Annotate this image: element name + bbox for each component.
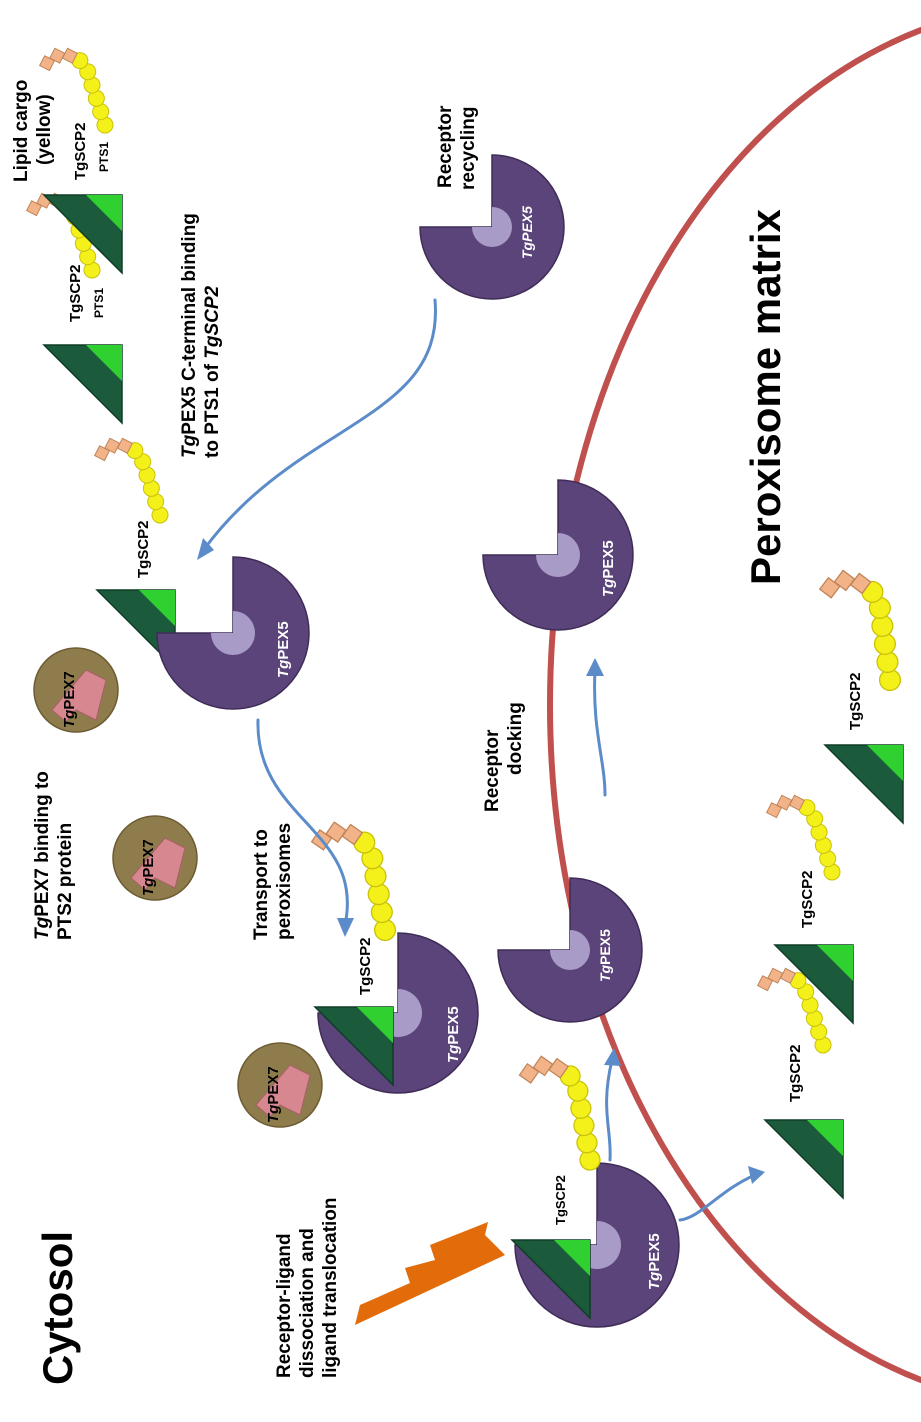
lipid-cargo-label: Lipid cargo (yellow) bbox=[11, 80, 55, 182]
scp2-label: TgSCP2 bbox=[67, 264, 84, 322]
svg-text:Receptor: Receptor bbox=[482, 729, 503, 812]
free-scp2-cargo-1 bbox=[43, 344, 123, 424]
svg-text:TgPEX5: TgPEX5 bbox=[600, 540, 617, 597]
docking-arrow-up bbox=[605, 1058, 614, 1162]
arrow-head-icon bbox=[586, 658, 604, 676]
pex5-binding-label: TgPEX5 C-terminal binding to PTS1 of TgS… bbox=[179, 213, 223, 458]
svg-text:dissociation and: dissociation and bbox=[297, 1228, 318, 1378]
svg-text:Receptor: Receptor bbox=[435, 105, 456, 188]
pex5-receptor-docking: TgPEX5 bbox=[497, 877, 643, 1023]
scp2-label: TgSCP2 bbox=[553, 1175, 568, 1225]
cytosol-label: Cytosol bbox=[34, 1231, 81, 1385]
svg-text:Lipid cargo: Lipid cargo bbox=[11, 80, 32, 182]
pex5-receptor-binding: TgPEX5 bbox=[156, 556, 310, 710]
scp2-label: TgSCP2 bbox=[72, 122, 89, 180]
pex7-binding-label: TgPEX7 binding to PTS2 protein bbox=[32, 771, 76, 940]
pts1-label: PTS1 bbox=[97, 142, 111, 172]
pex5-receptor-recycled: TgPEX5 bbox=[419, 154, 565, 300]
svg-text:Transport to: Transport to bbox=[251, 829, 272, 940]
svg-text:(yellow): (yellow) bbox=[34, 94, 55, 165]
svg-text:docking: docking bbox=[505, 702, 526, 775]
svg-text:ligand translocation: ligand translocation bbox=[320, 1197, 341, 1378]
arrow-head-icon bbox=[197, 538, 214, 560]
scp2-label: TgSCP2 bbox=[799, 870, 816, 928]
receptor-docking-label: Receptor docking bbox=[482, 702, 526, 812]
svg-text:TgPEX5: TgPEX5 bbox=[646, 1233, 663, 1290]
svg-text:to PTS1 of TgSCP2: to PTS1 of TgSCP2 bbox=[202, 285, 223, 458]
svg-text:TgPEX5: TgPEX5 bbox=[275, 621, 292, 678]
svg-text:recycling: recycling bbox=[458, 107, 479, 190]
svg-text:TgPEX7: TgPEX7 bbox=[61, 671, 78, 728]
pex7-receptor-2: TgPEX7 bbox=[112, 815, 198, 901]
transport-label: Transport to peroxisomes bbox=[251, 823, 295, 940]
dissociation-label: Receptor-ligand dissociation and ligand … bbox=[274, 1197, 341, 1378]
svg-text:peroxisomes: peroxisomes bbox=[274, 823, 295, 940]
translocation-arrow bbox=[678, 1173, 757, 1222]
recycling-arrow bbox=[203, 298, 437, 550]
svg-text:TgPEX5: TgPEX5 bbox=[445, 1006, 462, 1063]
svg-text:TgPEX5 C-terminal binding: TgPEX5 C-terminal binding bbox=[179, 213, 200, 458]
transport-arrow bbox=[256, 718, 349, 927]
scp2-label: TgSCP2 bbox=[847, 672, 864, 730]
pex7-receptor-3: TgPEX7 bbox=[237, 1042, 323, 1128]
scp2-label: TgSCP2 bbox=[787, 1044, 804, 1102]
pts1-label: PTS1 bbox=[92, 288, 106, 318]
peroxisome-membrane bbox=[547, 26, 921, 1384]
scp2-label: TgSCP2 bbox=[135, 520, 152, 578]
peroxisome-matrix-label: Peroxisome matrix bbox=[742, 209, 789, 585]
svg-text:TgPEX7 binding to: TgPEX7 binding to bbox=[32, 771, 53, 940]
arrow-head-icon bbox=[604, 1048, 621, 1066]
svg-text:Receptor-ligand: Receptor-ligand bbox=[274, 1233, 295, 1378]
arrow-head-icon bbox=[337, 918, 354, 937]
receptor-recycling-label: Receptor recycling bbox=[435, 105, 479, 190]
lipid-icon bbox=[90, 427, 171, 537]
svg-text:TgPEX5: TgPEX5 bbox=[519, 206, 535, 259]
pex7-receptor-1: TgPEX7 bbox=[33, 647, 119, 733]
matrix-scp2-cargo-3 bbox=[824, 744, 904, 824]
lipid-icon bbox=[308, 814, 398, 951]
pex5-receptor-docked: TgPEX5 bbox=[482, 479, 634, 631]
svg-text:TgPEX7: TgPEX7 bbox=[140, 839, 157, 896]
svg-text:PTS2 protein: PTS2 protein bbox=[55, 823, 76, 940]
docking-arrow-mid bbox=[593, 668, 607, 797]
pex5-cargo-complex: TgPEX5 bbox=[317, 932, 479, 1094]
dissociation-bolt-icon bbox=[355, 1222, 505, 1325]
lipid-icon bbox=[516, 1048, 603, 1180]
svg-text:TgPEX7: TgPEX7 bbox=[265, 1066, 282, 1123]
matrix-scp2-cargo-1 bbox=[764, 1119, 844, 1199]
scp2-label: TgSCP2 bbox=[357, 937, 374, 995]
arrow-head-icon bbox=[748, 1166, 765, 1184]
svg-text:TgPEX5: TgPEX5 bbox=[597, 929, 613, 982]
